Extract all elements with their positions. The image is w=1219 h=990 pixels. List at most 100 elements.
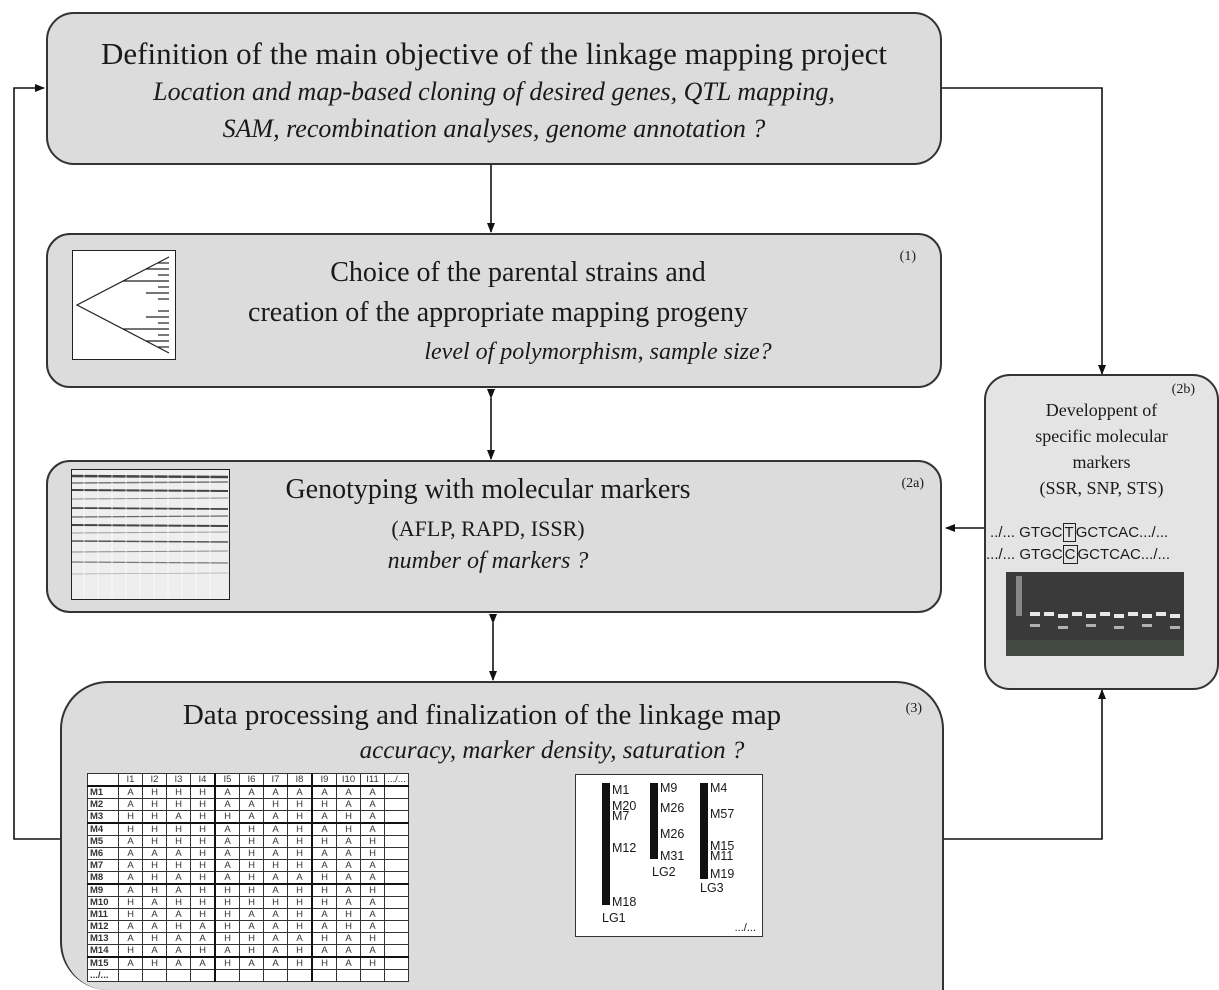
genotyping-subtitle: (AFLP, RAPD, ISSR) <box>391 516 585 541</box>
genotype-cell <box>384 847 409 860</box>
genotype-cell <box>384 920 409 933</box>
genotype-cell: H <box>190 896 216 909</box>
genotype-cell: A <box>239 908 264 921</box>
genotype-cell: H <box>214 956 240 970</box>
genotype-cell: H <box>287 956 313 970</box>
genotype-cell <box>384 896 409 909</box>
genotype-cell: H <box>287 847 313 860</box>
genotype-cell: A <box>118 798 143 811</box>
genotype-cell <box>336 969 361 982</box>
genotype-cell: H <box>360 883 385 897</box>
linkage-map-panel: M1 M20 M7 M12 M18 LG1 M9 M26 M26 M31 LG2… <box>575 774 763 937</box>
marker-label: M3 <box>87 810 119 824</box>
genotype-cell: A <box>118 932 143 945</box>
genotype-cell <box>142 969 167 982</box>
lg1-marker: M12 <box>612 841 637 855</box>
pedigree-tree-thumbnail <box>72 250 176 360</box>
lg3-marker: M15 <box>710 839 735 853</box>
objective-title: Definition of the main objective of the … <box>101 36 887 71</box>
genotype-cell: A <box>166 871 191 885</box>
table-column-header: I1 <box>118 773 143 787</box>
genotype-cell: H <box>287 896 313 909</box>
genotyping-question: number of markers ? <box>387 548 589 574</box>
table-corner-cell <box>87 773 119 787</box>
genotype-cell: H <box>239 896 264 909</box>
genotype-cell: H <box>118 896 143 909</box>
parental-box: (1) Choice of the parental strain <box>46 233 942 388</box>
genotype-cell <box>384 908 409 921</box>
genotype-cell: A <box>360 822 385 836</box>
genotype-cell: H <box>190 883 216 897</box>
genotype-cell: H <box>239 822 264 836</box>
genotype-cell: A <box>118 847 143 860</box>
genotype-cell <box>287 969 313 982</box>
genotype-cell: H <box>214 932 240 945</box>
genotype-cell: H <box>214 908 240 921</box>
genotype-cell: H <box>287 810 313 824</box>
genotype-cell: H <box>311 798 337 811</box>
genotype-cell: A <box>336 896 361 909</box>
genotype-cell <box>384 944 409 958</box>
genotype-cell: A <box>360 871 385 885</box>
lg1-marker: M1 <box>612 783 630 797</box>
genotype-cell: A <box>166 956 191 970</box>
genotype-cell <box>166 969 191 982</box>
genotype-cell: A <box>118 785 143 799</box>
genotype-cell: H <box>214 883 240 897</box>
genotype-cell: H <box>190 847 216 860</box>
genotype-cell: A <box>263 956 288 970</box>
genotype-cell: A <box>263 810 288 824</box>
genotype-cell: H <box>166 835 191 848</box>
objective-subtitle-2: SAM, recombination analyses, genome anno… <box>222 114 766 143</box>
genotype-cell: A <box>142 920 167 933</box>
lg3-marker: M57 <box>710 807 735 821</box>
genotype-cell: A <box>263 944 288 958</box>
table-column-header: I5 <box>214 773 240 787</box>
table-column-header: I10 <box>336 773 361 787</box>
parental-line-1: Choice of the parental strains and <box>330 257 706 288</box>
genotype-cell <box>384 932 409 945</box>
marker-development-box: (2b) Developpent of specific molecular m… <box>984 374 1219 690</box>
genotype-cell: A <box>263 785 288 799</box>
genotype-cell: H <box>190 859 216 872</box>
genotype-cell: H <box>239 871 264 885</box>
genotype-cell: H <box>190 798 216 811</box>
genotype-cell: A <box>336 871 361 885</box>
lg1-marker: M18 <box>612 895 637 909</box>
genotype-cell: A <box>360 908 385 921</box>
seq2-snp: C <box>1062 545 1078 564</box>
genotype-cell: H <box>166 859 191 872</box>
genotype-cell: A <box>214 785 240 799</box>
genotype-cell: H <box>336 920 361 933</box>
step-number-2b: (2b) <box>1171 382 1195 397</box>
genotype-cell: A <box>214 835 240 848</box>
table-column-header: I8 <box>287 773 313 787</box>
marker-label: M9 <box>87 883 119 897</box>
genotype-cell: H <box>142 798 167 811</box>
genotype-cell: H <box>311 871 337 885</box>
genotype-cell: A <box>214 822 240 836</box>
pcr-gel-image <box>1006 572 1184 656</box>
genotype-cell: H <box>142 883 167 897</box>
genotype-cell: A <box>360 810 385 824</box>
genotype-cell: A <box>336 798 361 811</box>
genotype-cell <box>384 810 409 824</box>
genotype-cell: A <box>311 847 337 860</box>
genotype-cell: A <box>336 785 361 799</box>
genotype-cell: H <box>142 932 167 945</box>
genotype-cell: H <box>239 944 264 958</box>
genotype-cell: H <box>239 847 264 860</box>
lg3-marker: M4 <box>710 781 728 795</box>
genotype-cell: H <box>311 883 337 897</box>
genotype-cell <box>384 956 409 970</box>
genotype-cell: A <box>239 798 264 811</box>
genotype-cell: A <box>311 944 337 958</box>
table-column-header: I2 <box>142 773 167 787</box>
marker-label: M14 <box>87 944 119 958</box>
genotype-cell: H <box>118 908 143 921</box>
